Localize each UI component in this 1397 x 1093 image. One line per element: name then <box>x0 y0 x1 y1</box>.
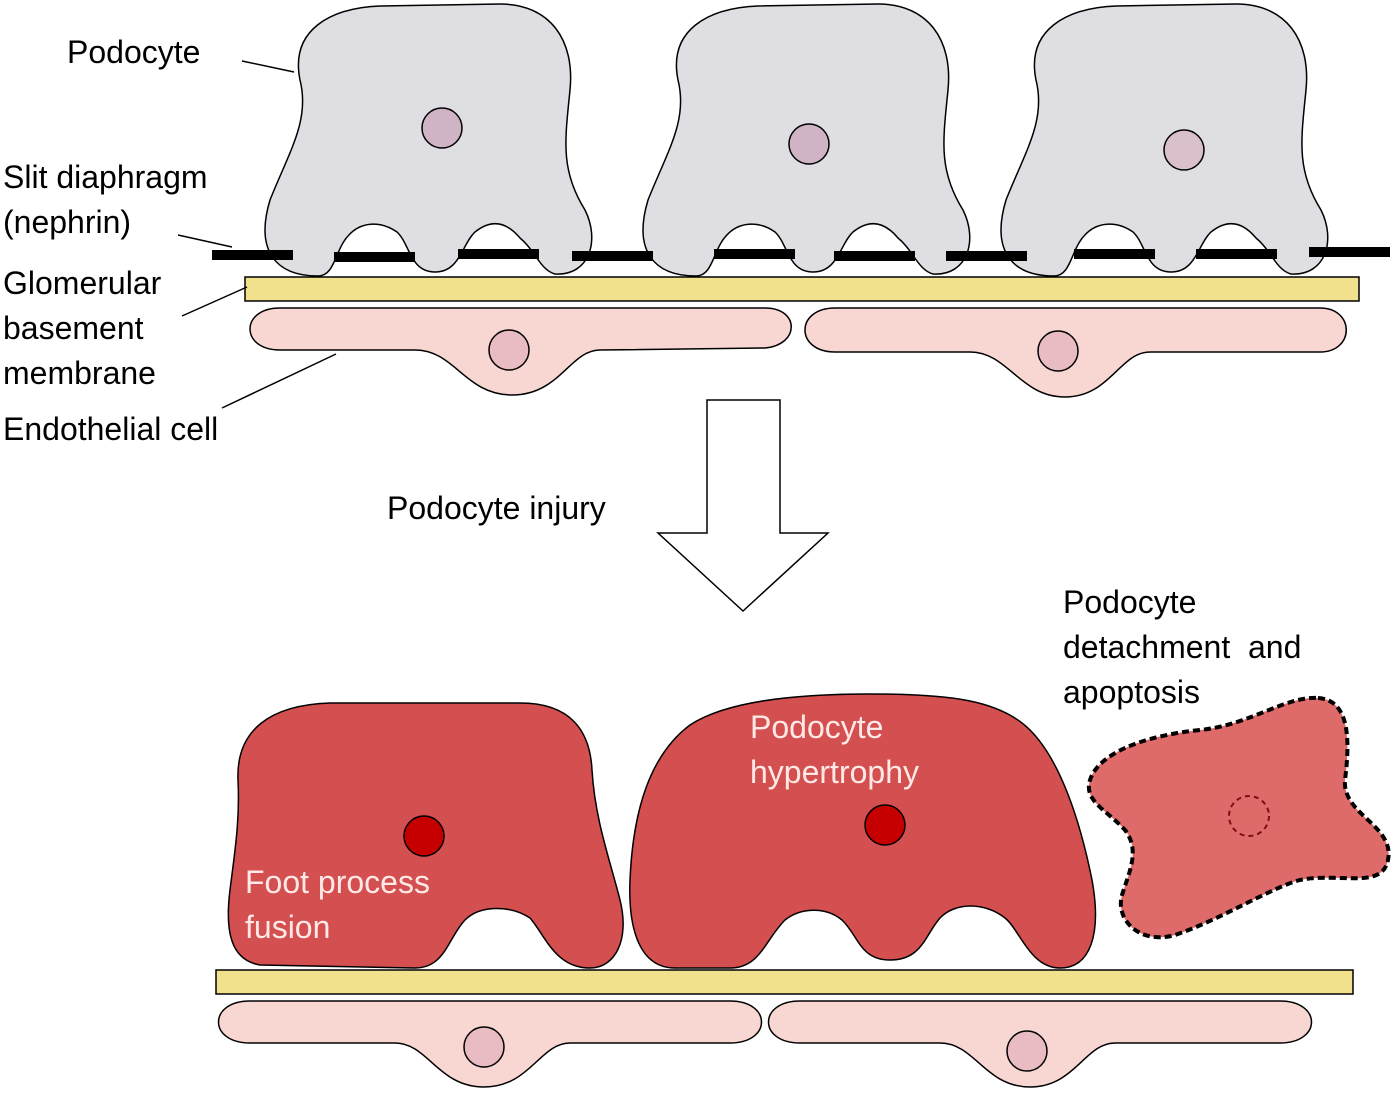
endothelial-nucleus <box>488 329 530 371</box>
detachment-label-line1: Podocyte <box>1063 584 1197 620</box>
healthy-nucleus-3 <box>1163 129 1205 171</box>
slit-diaphragms-top <box>212 247 1390 262</box>
apoptotic-nucleus <box>1228 795 1270 837</box>
injured-podocyte-fusion <box>227 702 624 969</box>
endothelial-nucleus <box>463 1026 505 1068</box>
gbm-label-line3: membrane <box>3 355 156 391</box>
endothelial-cell-bottom-2 <box>767 1000 1313 1088</box>
injured-podocyte-hypertrophy <box>629 693 1097 969</box>
fusion-label-line2: fusion <box>245 909 331 945</box>
healthy-podocyte-3 <box>1000 3 1329 277</box>
slit-diaphragm-label-line1: Slit diaphragm <box>3 159 208 195</box>
glomerular-basement-membrane-top <box>244 276 1360 302</box>
apoptotic-podocyte <box>1086 695 1391 940</box>
glomerular-basement-membrane-bottom <box>215 969 1354 995</box>
leader-lines <box>177 60 337 409</box>
slit-diaphragm-label-line2: (nephrin) <box>3 204 132 240</box>
injury-label: Podocyte injury <box>387 490 606 526</box>
injured-nucleus-1 <box>403 815 445 857</box>
injury-arrow <box>656 399 830 613</box>
endothelial-leader-line <box>221 353 337 409</box>
injured-nucleus-2 <box>864 804 906 846</box>
healthy-nucleus-2 <box>788 123 830 165</box>
endothelial-label: Endothelial cell <box>3 411 219 447</box>
podocyte-label: Podocyte <box>67 34 201 70</box>
podocyte-leader-line <box>241 60 295 73</box>
endothelial-nucleus <box>1037 330 1079 372</box>
endothelial-cell-top-2 <box>804 307 1347 398</box>
endothelial-cell-top-1 <box>249 307 792 396</box>
healthy-podocyte-1 <box>264 3 593 277</box>
detachment-label-line3: apoptosis <box>1063 674 1200 710</box>
detachment-label-line2: detachment and <box>1063 629 1302 665</box>
gbm-label-line2: basement <box>3 310 144 346</box>
healthy-podocyte-2 <box>642 3 971 277</box>
gbm-leader-line <box>181 286 248 317</box>
hypertrophy-label-line2: hypertrophy <box>750 754 919 790</box>
slit-diaphragm-leader-line <box>177 234 233 248</box>
fusion-label-line1: Foot process <box>245 864 430 900</box>
gbm-label-line1: Glomerular <box>3 265 162 301</box>
healthy-nucleus-1 <box>421 107 463 149</box>
endothelial-nucleus <box>1006 1030 1048 1072</box>
hypertrophy-label-line1: Podocyte <box>750 709 884 745</box>
endothelial-cell-bottom-1 <box>217 1000 763 1088</box>
